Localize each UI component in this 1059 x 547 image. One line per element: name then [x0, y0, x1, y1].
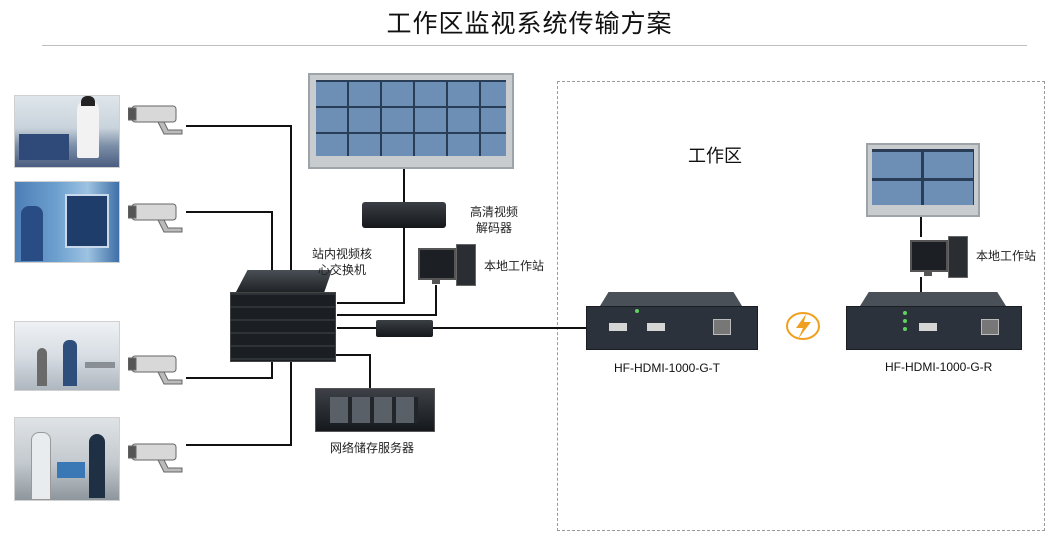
decoder-label: 高清视频 解码器	[470, 205, 519, 235]
work-zone-label: 工作区	[688, 146, 742, 167]
local-workstation-label-right: 本地工作站	[976, 249, 1037, 263]
photo-service-counter	[14, 95, 120, 168]
camera-icon	[127, 198, 188, 238]
core-switch	[230, 270, 338, 362]
transmitter-device	[586, 292, 758, 350]
camera-icon	[127, 100, 188, 140]
title-divider	[42, 45, 1027, 46]
transmitter-model-label: HF-HDMI-1000-G-T	[614, 361, 721, 375]
photo-ticket-machine	[14, 181, 120, 263]
photo-security-check	[14, 417, 120, 501]
receiver-model-label: HF-HDMI-1000-G-R	[885, 360, 993, 374]
video-wall-monitor	[308, 73, 514, 169]
network-box	[376, 320, 433, 337]
camera-icon	[127, 438, 188, 478]
storage-server-label: 网络储存服务器	[330, 441, 415, 455]
core-switch-label: 站内视频核 心交换机	[312, 247, 373, 277]
workstation-icon	[910, 236, 968, 278]
work-zone-boundary	[557, 81, 1045, 531]
fx-port	[981, 319, 999, 335]
hdmi-in-port	[609, 323, 627, 331]
photo-passenger-gate	[14, 321, 120, 391]
hdmi-port	[919, 323, 937, 331]
receiver-monitor	[866, 143, 980, 217]
fiber-link-icon	[786, 312, 820, 340]
fx-port	[713, 319, 731, 335]
hdmi-out-port	[647, 323, 665, 331]
hd-video-decoder	[362, 202, 446, 228]
local-workstation-label-left: 本地工作站	[484, 259, 545, 273]
workstation-icon	[418, 244, 476, 286]
camera-icon	[127, 350, 188, 390]
storage-server	[315, 388, 435, 432]
receiver-device	[846, 292, 1022, 350]
page-title: 工作区监视系统传输方案	[386, 9, 673, 38]
